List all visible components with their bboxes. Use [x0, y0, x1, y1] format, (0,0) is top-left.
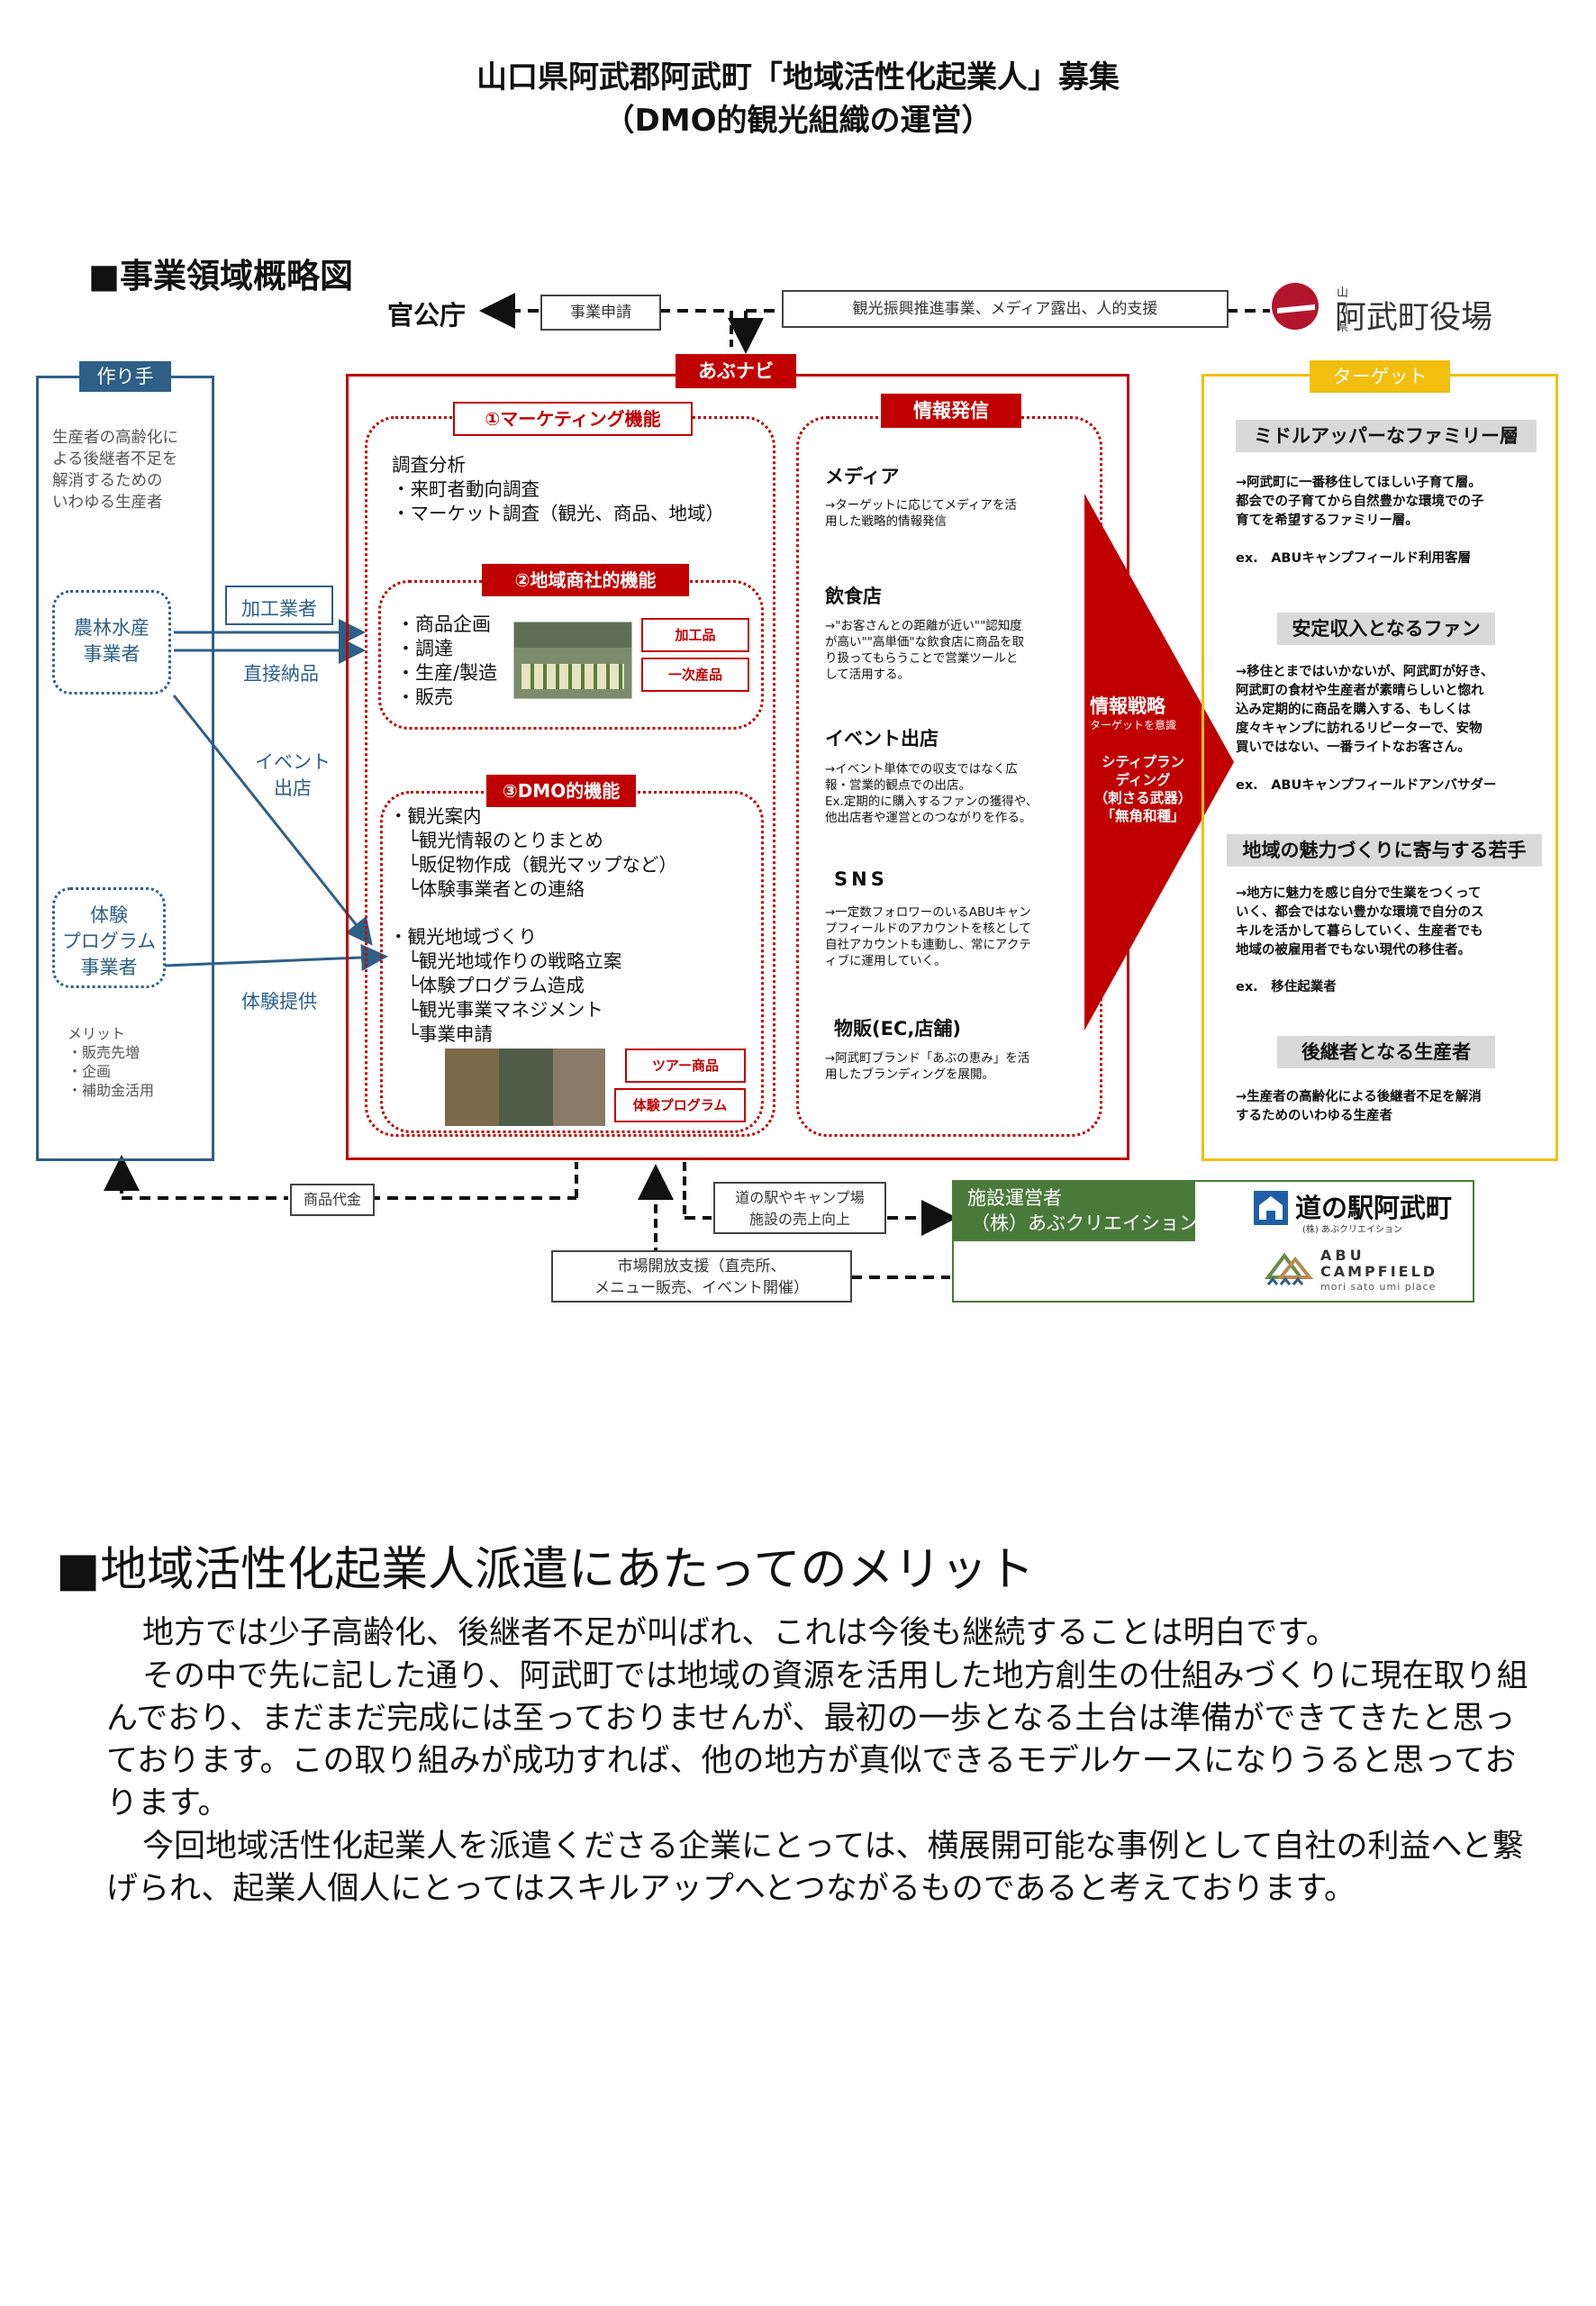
- target1-heading: ミドルアッパーなファミリー層: [1236, 420, 1537, 452]
- chokusetsu-label: 直接納品: [243, 663, 319, 685]
- f1-text: 調査分析 ・来町者動向調査 ・マーケット調査（観光、商品、地域）: [392, 454, 724, 524]
- target4-heading: 後継者となる生産者: [1277, 1036, 1495, 1068]
- f3-text1: ・観光案内 └観光情報のとりまとめ └販促物作成（観光マップなど） └体験事業者…: [389, 805, 677, 900]
- sns-heading: SNS: [834, 868, 888, 890]
- city-name: 阿武町役場: [1335, 300, 1493, 336]
- city-logo: 山口県 阿武町役場: [1268, 279, 1492, 337]
- media-text: →ターゲットに応じてメディアを活 用した戦略的情報発信: [825, 498, 1017, 529]
- merit-paragraph-3: 今回地域活性化起業人を派遣くださる企業にとっては、横展開可能な事例として自社の利…: [106, 1829, 1524, 1907]
- shohin-daikin-box: 商品代金: [290, 1184, 375, 1216]
- taiken-label: 体験 プログラム 事業者: [61, 904, 157, 978]
- target2-heading: 安定収入となるファン: [1277, 613, 1495, 645]
- kankocho-label: 官公庁: [387, 300, 467, 331]
- f2-box-ichiji: 一次産品: [641, 658, 749, 692]
- merit-paragraph-2: その中で先に記した通り、阿武町では地域の資源を活用した地方創生の仕組みづくりに現…: [106, 1658, 1528, 1821]
- target3-example: ex. 移住起業者: [1236, 980, 1337, 994]
- taiken-node: [52, 887, 166, 988]
- page-subtitle: （DMO的観光組織の運営）: [603, 103, 993, 139]
- shop-text: →阿武町ブランド「あぶの恵み」を活 用したブランディングを展開。: [825, 1051, 1030, 1082]
- f2-tag: ②地域商社的機能: [482, 564, 689, 596]
- target4-text: →生産者の高齢化による後継者不足を解消 するためのいわゆる生産者: [1236, 1090, 1482, 1123]
- campfield-logo-line2: CAMPFIELD: [1320, 1263, 1438, 1280]
- shijo-box: 市場開放支援（直売所、 メニュー販売、イベント開催）: [551, 1250, 852, 1303]
- tour-photo: [445, 1049, 605, 1126]
- kakou-box: [225, 586, 333, 625]
- taiken-teikyo-label: 体験提供: [241, 991, 317, 1012]
- michinoeki-logo-icon: [1254, 1191, 1288, 1225]
- jigyo-shinsei-box: 事業申請: [540, 295, 661, 331]
- operator-frame: [952, 1180, 1474, 1303]
- michinoeki-logo-text: 道の駅阿武町: [1295, 1193, 1453, 1223]
- section-heading-merit: ■地域活性化起業人派遣にあたってのメリット: [56, 1543, 1035, 1597]
- event-text: →イベント単体での収支ではなく広 報・営業的観点での出店。 Ex.定期的に購入す…: [825, 762, 1038, 825]
- info-strategy-arrow: [1084, 494, 1234, 1030]
- nourin-label: 農林水産 事業者: [74, 617, 150, 665]
- campfield-logo-icon: [1265, 1252, 1314, 1285]
- products-photo: [513, 622, 632, 699]
- event-flow-label: イベント 出店: [255, 751, 331, 799]
- f2-box-kakouhin: 加工品: [641, 618, 749, 652]
- target2-text: →移住とまではいかないが、阿武町が好き、 阿武町の食材や生産者が素晴らしいと惚れ…: [1236, 665, 1494, 755]
- shop-heading: 物販(EC,店舗): [834, 1018, 961, 1040]
- f1-tag: ①マーケティング機能: [453, 402, 693, 436]
- info-tag: 情報発信: [881, 394, 1021, 428]
- f3-tag: ③DMO的機能: [486, 775, 636, 807]
- media-heading: メディア: [825, 466, 900, 487]
- operator-name: （株）あぶクリエイション: [971, 1212, 1198, 1234]
- target3-text: →地方に魅力を感じ自分で生業をつくって いく、都会ではない豊かな環境で自分のス …: [1236, 886, 1484, 958]
- f3-text2: ・観光地域づくり └観光地域作りの戦略立案 └体験プログラム造成 └観光事業マネ…: [389, 926, 622, 1045]
- sns-text: →一定数フォロワーのいるABUキャン プフィールドのアカウントを核として 自社ア…: [825, 905, 1031, 968]
- target3-heading: 地域の魅力づくりに寄与する若手: [1227, 834, 1542, 867]
- f2-text: ・商品企画 ・調達 ・生産/製造 ・販売: [396, 613, 498, 708]
- page-title: 山口県阿武郡阿武町「地域活性化起業人」募集: [476, 59, 1120, 95]
- f3-box-taiken: 体験プログラム: [614, 1088, 746, 1122]
- maker-desc: 生産者の高齢化に よる後継者不足を 解消するための いわゆる生産者: [52, 429, 178, 512]
- operator-banner: [954, 1182, 1195, 1241]
- support-box: 観光振興推進事業、メディア露出、人的支援: [782, 290, 1229, 328]
- abu-town-emblem-icon: [1272, 283, 1319, 330]
- event-heading: イベント出店: [825, 728, 939, 749]
- abunavi-tag: あぶナビ: [676, 354, 796, 388]
- city-prefix: 山口県: [1337, 286, 1349, 334]
- michinoeki-logo-sub: (株) あぶクリエイション: [1302, 1225, 1402, 1235]
- arrow-text: シティプラン ディング （刺さる武器） 「無角和種」: [1093, 754, 1192, 824]
- michinoeki-box: 道の駅やキャンプ場 施設の売上向上: [713, 1182, 886, 1234]
- maker-merit: メリット ・販売先増 ・企画 ・補助金活用: [68, 1025, 155, 1099]
- arrow-sub: ターゲットを意識: [1090, 719, 1177, 731]
- campfield-logo-line3: mori sato umi place: [1320, 1281, 1437, 1293]
- merit-paragraph-1: 地方では少子高齢化、後継者不足が叫ばれ、これは今後も継続することは明白です。: [142, 1615, 1338, 1651]
- target1-example: ex. ABUキャンプフィールド利用客層: [1236, 551, 1472, 566]
- operator-tag: 施設運営者: [967, 1187, 1062, 1209]
- arrow-heading: 情報戦略: [1090, 695, 1165, 717]
- kakou-label: 加工業者: [241, 598, 317, 620]
- campfield-logo-line1: ABU: [1320, 1247, 1365, 1264]
- food-heading: 飲食店: [825, 586, 882, 607]
- section-heading-diagram: ■事業領域概略図: [88, 257, 353, 295]
- nourin-node: [52, 590, 171, 695]
- target-tag: ターゲット: [1310, 360, 1450, 393]
- f3-box-tour: ツアー商品: [625, 1049, 746, 1083]
- maker-tag: 作り手: [79, 361, 171, 392]
- food-text: →"お客さんとの距離が近い""認知度 が高い""高単価"な飲食店に商品を取 り扱…: [825, 619, 1025, 682]
- target1-text: →阿武町に一番移住してほしい子育て層。 都会での子育てから自然豊かな環境での子 …: [1236, 476, 1484, 528]
- target2-example: ex. ABUキャンプフィールドアンバサダー: [1236, 778, 1497, 793]
